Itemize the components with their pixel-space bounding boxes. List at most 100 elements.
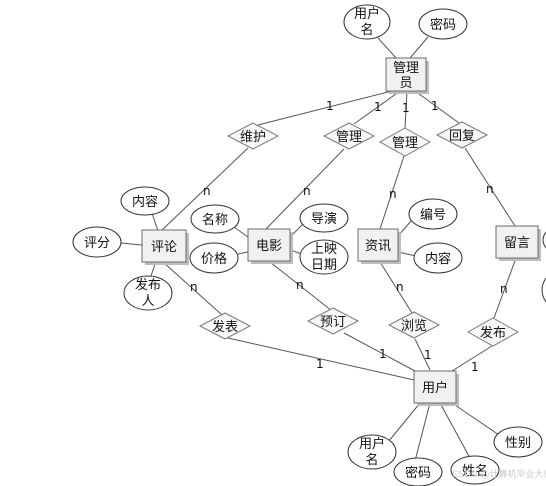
attr-movie-release-date-line2: 日期 <box>311 258 337 273</box>
edge-admin-username <box>377 37 397 59</box>
rel-manage-movie: 管理 <box>322 122 376 150</box>
entity-movie-text: 电影 <box>256 239 282 254</box>
attr-admin-username-line2: 名 <box>360 22 373 38</box>
edge-review-publish <box>162 261 223 316</box>
attr-news-number-text: 编号 <box>420 208 446 223</box>
card-user-publish: 1 <box>316 357 324 371</box>
edge-user-username <box>383 402 421 448</box>
edge-post-user <box>451 345 493 372</box>
edge-book-user <box>343 332 416 372</box>
card-admin-maintain: 1 <box>326 99 334 113</box>
attr-user-gender: 性别 <box>493 426 543 458</box>
card-admin-manage-news: 1 <box>402 101 410 115</box>
edge-news-browse <box>379 261 413 314</box>
attr-user-password-text: 密码 <box>405 465 431 481</box>
attributes: 用户 名 密码 内容 评分 发布 人 名称 价格 导演 <box>72 4 546 486</box>
edge-admin-manage-movie <box>353 90 401 125</box>
entity-news: 资讯 <box>357 228 401 264</box>
entity-news-text: 资讯 <box>365 239 391 254</box>
attr-cropped-right-1 <box>542 231 546 249</box>
attr-news-number: 编号 <box>408 198 458 230</box>
card-admin-manage-movie: 1 <box>374 100 382 114</box>
rel-publish-review-text: 发表 <box>212 319 238 335</box>
attr-admin-username-line1: 用户 <box>354 6 380 22</box>
rel-browse-text: 浏览 <box>401 318 427 334</box>
relationships: 维护 管理 管理 回复 发表 预订 浏览 发布 <box>198 121 520 347</box>
entity-review: 评论 <box>141 229 189 265</box>
entity-movie: 电影 <box>247 228 293 264</box>
card-news-browse: n <box>396 280 404 294</box>
edge-maintain-review <box>161 147 249 231</box>
card-movie-book: n <box>296 278 304 292</box>
edge-movie-name <box>233 226 249 238</box>
edge-user-password <box>414 402 431 462</box>
attr-news-content: 内容 <box>413 242 463 274</box>
edge-movie-book <box>269 261 333 312</box>
attr-review-content-text: 内容 <box>132 194 158 210</box>
attr-user-gender-text: 性别 <box>505 436 531 451</box>
rel-post-message-text: 发布 <box>480 325 506 341</box>
entity-admin: 管理 员 <box>385 57 429 94</box>
attr-review-score: 评分 <box>72 226 122 258</box>
attr-user-name-text: 姓名 <box>462 463 488 479</box>
attr-movie-price-text: 价格 <box>201 251 227 267</box>
rel-maintain: 维护 <box>226 122 280 150</box>
attr-user-name: 姓名 <box>450 455 500 485</box>
edge-manage-movie <box>265 148 345 230</box>
edge-publish-user <box>227 337 415 381</box>
attr-movie-price: 价格 <box>189 242 239 274</box>
card-user-post: 1 <box>471 360 479 374</box>
watermark: CSDN @计算机毕业大师兄 <box>452 468 546 480</box>
rel-maintain-text: 维护 <box>240 130 266 145</box>
rel-browse: 浏览 <box>387 311 441 339</box>
attr-admin-username: 用户 名 <box>343 4 391 40</box>
card-message-reply: n <box>486 182 494 196</box>
attr-movie-director-text: 导演 <box>311 211 337 227</box>
attr-review-content: 内容 <box>120 186 170 216</box>
edge-review-content <box>151 212 159 232</box>
rel-book: 预订 <box>306 307 360 335</box>
cardinalities: 1 1 1 1 n n n n n n n n 1 1 1 1 <box>190 99 508 374</box>
card-admin-reply: 1 <box>431 99 439 113</box>
rel-reply-text: 回复 <box>449 129 475 144</box>
attr-cropped-right-2 <box>541 277 546 303</box>
card-user-browse: 1 <box>424 348 432 362</box>
attr-review-author: 发布 人 <box>123 275 173 311</box>
rel-manage-movie-text: 管理 <box>336 130 362 145</box>
rel-post-message: 发布 <box>466 317 520 347</box>
attr-movie-release-date: 上映 日期 <box>299 239 349 275</box>
attr-admin-password: 密码 <box>418 8 468 40</box>
attr-user-username-line2: 名 <box>365 452 378 468</box>
edge-movie-price <box>237 251 249 255</box>
card-review-maintain: n <box>203 184 211 198</box>
attr-movie-name: 名称 <box>190 204 240 234</box>
edge-manage-news <box>379 155 405 230</box>
attr-review-author-line1: 发布 <box>135 277 161 293</box>
attr-user-username-line1: 用户 <box>359 436 385 452</box>
attr-movie-release-date-line1: 上映 <box>311 242 337 257</box>
edge-admin-password <box>409 36 429 59</box>
attr-admin-password-text: 密码 <box>430 17 456 33</box>
edge-admin-manage-news <box>404 90 408 129</box>
attr-news-content-text: 内容 <box>425 251 451 267</box>
connectors <box>120 36 517 462</box>
entity-user-text: 用户 <box>422 380 448 396</box>
card-news-manage: n <box>389 187 397 201</box>
edge-browse-user <box>414 338 431 371</box>
rel-publish-review: 发表 <box>198 312 252 340</box>
entity-message-text: 留言 <box>504 236 530 251</box>
attr-movie-name-text: 名称 <box>202 212 228 228</box>
attr-movie-director: 导演 <box>299 203 349 233</box>
card-movie-manage: n <box>303 184 311 198</box>
entity-message: 留言 <box>495 225 541 261</box>
attr-user-password: 密码 <box>393 457 443 486</box>
edge-user-name <box>439 402 471 459</box>
rel-manage-news: 管理 <box>378 127 432 157</box>
card-user-book: 1 <box>379 347 387 361</box>
entity-admin-line1: 管理 <box>393 61 419 76</box>
edge-reply-message <box>464 147 516 227</box>
entities: 管理 员 评论 电影 资讯 留言 用户 <box>141 57 541 406</box>
edge-user-gender <box>451 402 503 438</box>
